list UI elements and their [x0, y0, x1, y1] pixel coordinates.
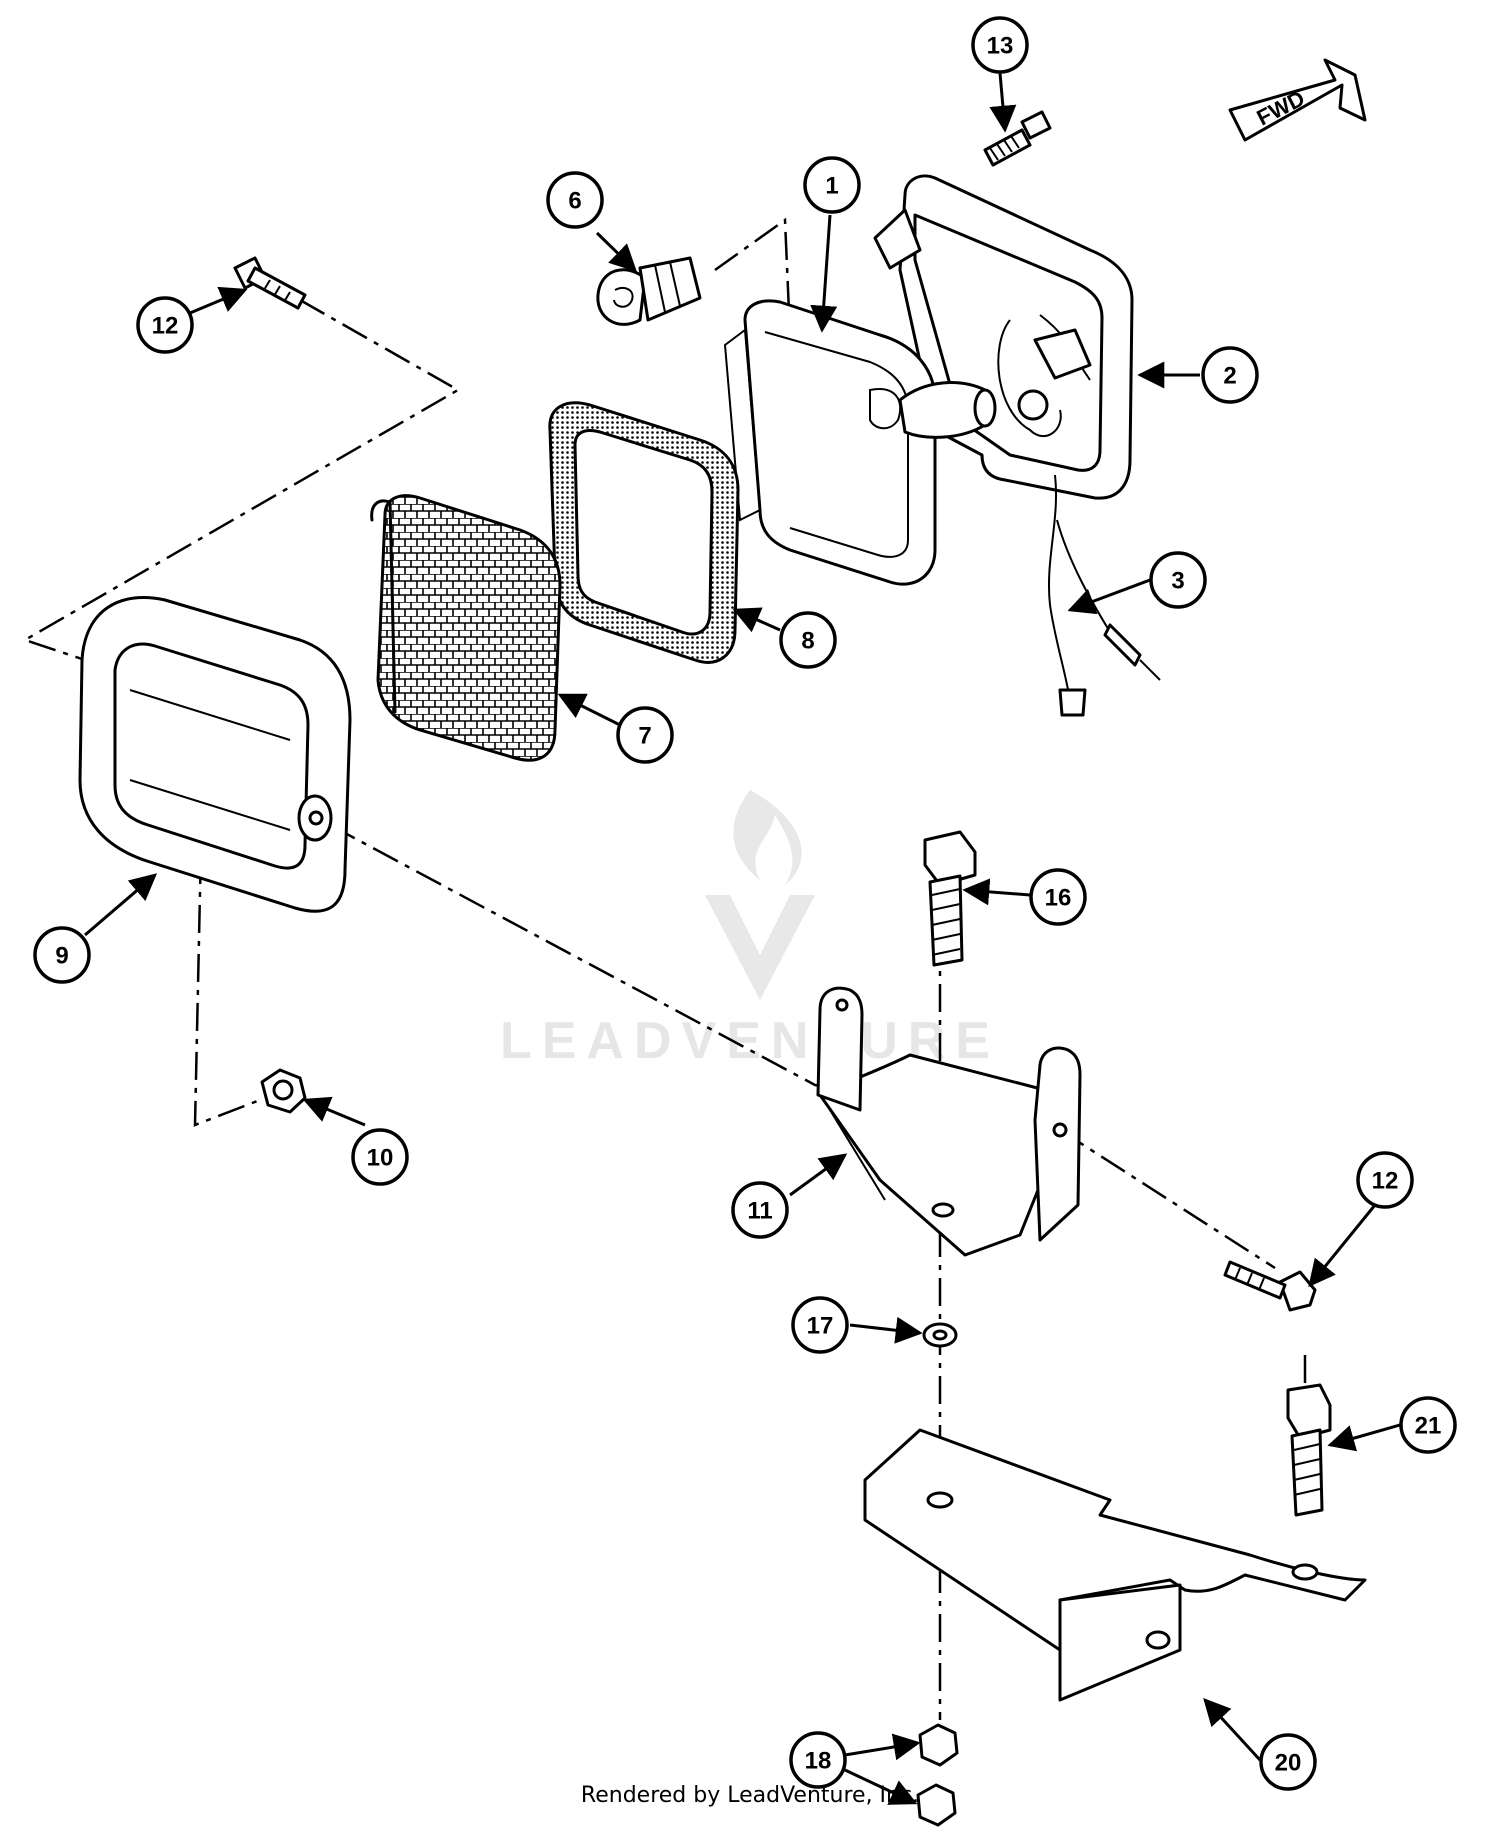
svg-text:17: 17	[807, 1313, 834, 1340]
callout-12-right: 12	[1356, 1151, 1414, 1209]
callout-9: 9	[33, 926, 91, 984]
svg-text:11: 11	[747, 1198, 772, 1225]
svg-text:13: 13	[987, 33, 1014, 60]
lens-7	[370, 494, 562, 762]
callout-11: 11	[731, 1181, 789, 1239]
svg-text:2: 2	[1223, 363, 1236, 390]
base-bracket-20	[863, 1428, 1367, 1702]
callout-3: 3	[1149, 551, 1207, 609]
watermark: LEADVENTURE	[500, 790, 990, 1070]
forward-direction-arrow: FWD	[1228, 58, 1367, 142]
reflector-1	[723, 299, 997, 586]
svg-text:16: 16	[1045, 885, 1072, 912]
bulb-6	[596, 256, 702, 326]
callout-10: 10	[351, 1128, 409, 1186]
svg-text:20: 20	[1275, 1750, 1302, 1777]
svg-text:21: 21	[1415, 1413, 1442, 1440]
callout-13: 13	[971, 16, 1029, 74]
nut-10	[260, 1068, 307, 1114]
callout-16: 16	[1029, 868, 1087, 926]
wiring-harness-3	[1047, 474, 1161, 717]
bolt-16	[923, 830, 977, 967]
callout-17: 17	[791, 1296, 849, 1354]
svg-text:12: 12	[152, 313, 179, 340]
svg-text:1: 1	[825, 173, 838, 200]
render-credit: Rendered by LeadVenture, Inc.	[580, 1783, 920, 1808]
fwd-label: FWD	[1253, 85, 1309, 130]
svg-text:3: 3	[1171, 568, 1184, 595]
callout-12-top: 12	[136, 296, 194, 354]
svg-text:7: 7	[638, 723, 651, 750]
callout-arrows	[84, 72, 1401, 1805]
bezel-9	[78, 596, 352, 913]
callout-2: 2	[1201, 346, 1259, 404]
screw-12-top	[233, 256, 307, 310]
gasket-8	[548, 401, 740, 664]
callout-1: 1	[803, 156, 861, 214]
callout-21: 21	[1399, 1396, 1457, 1454]
nuts-18	[916, 1723, 959, 1827]
callout-18: 18	[789, 1731, 847, 1789]
svg-text:12: 12	[1372, 1168, 1399, 1195]
callout-20: 20	[1259, 1733, 1317, 1791]
callout-7: 7	[616, 706, 674, 764]
svg-text:9: 9	[55, 943, 68, 970]
svg-text:8: 8	[801, 628, 814, 655]
bracket-11	[816, 986, 1082, 1257]
svg-text:18: 18	[805, 1748, 832, 1775]
bolt-21	[1286, 1383, 1332, 1517]
screw-13	[983, 110, 1052, 167]
callout-8: 8	[779, 611, 837, 669]
svg-text:10: 10	[367, 1145, 394, 1172]
svg-text:6: 6	[568, 188, 581, 215]
washer-17	[922, 1322, 958, 1348]
callout-6: 6	[546, 171, 604, 229]
screw-12-right	[1223, 1260, 1317, 1312]
